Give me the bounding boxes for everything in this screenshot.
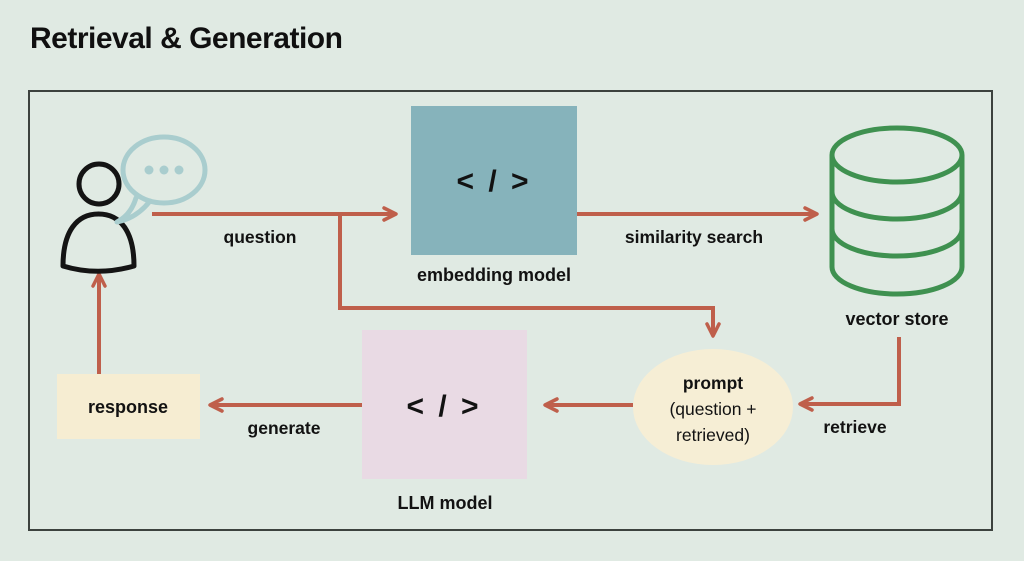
speech-bubble-tail bbox=[114, 195, 153, 225]
llm-model-label: LLM model bbox=[398, 493, 493, 513]
rag-flow-diagram: question similarity search retrieve gene… bbox=[57, 106, 965, 513]
prompt-label-line3: retrieved) bbox=[676, 425, 750, 445]
response-box bbox=[57, 374, 200, 439]
user-node bbox=[60, 134, 208, 274]
llm-model-box bbox=[362, 330, 527, 479]
prompt-ellipse bbox=[633, 349, 793, 465]
speech-bubble-icon bbox=[120, 134, 208, 206]
embedding-model-label: embedding model bbox=[417, 265, 571, 285]
prompt-label-line2: (question + bbox=[669, 399, 756, 419]
page-title: Retrieval & Generation bbox=[30, 22, 343, 55]
edges bbox=[91, 206, 901, 413]
edge-retrieve-arrow bbox=[798, 337, 901, 412]
edge-label-question: question bbox=[224, 227, 297, 247]
person-icon bbox=[60, 211, 137, 274]
embedding-model-box bbox=[411, 106, 577, 255]
code-icon: < / > bbox=[456, 165, 531, 198]
vector-store-node: vector store bbox=[829, 125, 965, 329]
diagram-frame: question similarity search retrieve gene… bbox=[28, 90, 993, 531]
embedding-model-node: < / > embedding model bbox=[411, 106, 577, 285]
edge-label-retrieve: retrieve bbox=[823, 417, 887, 437]
prompt-node: prompt (question + retrieved) bbox=[633, 349, 793, 465]
database-icon bbox=[829, 125, 965, 297]
edge-label-similarity-search: similarity search bbox=[625, 227, 763, 247]
response-node: response bbox=[57, 374, 200, 439]
code-icon: < / > bbox=[406, 390, 481, 423]
response-label: response bbox=[88, 397, 168, 417]
person-icon bbox=[76, 161, 122, 207]
vector-store-label: vector store bbox=[845, 309, 948, 329]
prompt-label-line1: prompt bbox=[683, 373, 743, 393]
edge-label-generate: generate bbox=[248, 418, 321, 438]
edge-question-branch-to-prompt-arrow bbox=[338, 214, 721, 338]
speech-bubble-dots bbox=[144, 165, 184, 175]
llm-model-node: < / > LLM model bbox=[362, 330, 527, 513]
